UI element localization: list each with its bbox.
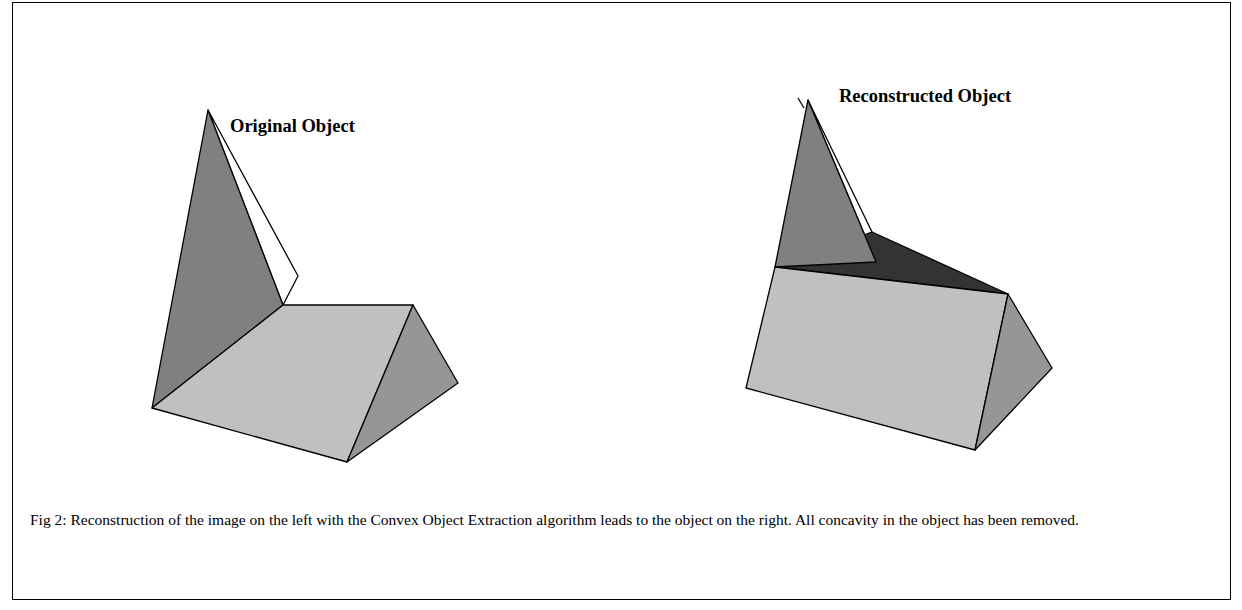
end-face (975, 294, 1052, 450)
object-label: Reconstructed Object (835, 86, 1015, 107)
apex-tick (798, 98, 804, 108)
figure-caption: Fig 2: Reconstruction of the image on th… (30, 511, 1214, 530)
end-face (347, 305, 458, 462)
reconstructed-object (746, 98, 1052, 450)
object-label: Original Object (230, 116, 450, 137)
figure-frame (13, 3, 1231, 600)
front-face (746, 267, 1008, 450)
tall-face (775, 100, 876, 267)
original-object (152, 110, 458, 462)
